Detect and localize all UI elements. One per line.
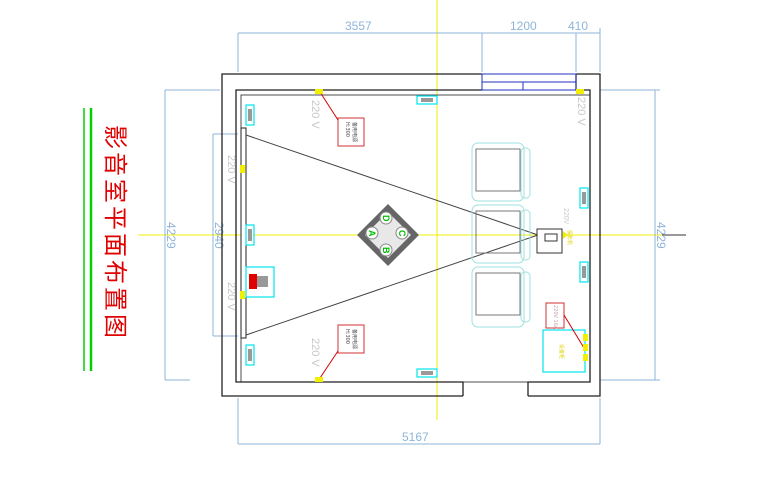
dimension-right xyxy=(600,89,660,381)
voltage-bottom: 220 V xyxy=(309,338,321,367)
dimension-top xyxy=(237,28,601,72)
projection-screen xyxy=(240,127,247,339)
projector-label: 投影机 xyxy=(566,230,573,245)
leader-line xyxy=(563,314,585,349)
wall-speakers xyxy=(245,95,589,378)
power-outlets xyxy=(240,89,588,382)
speaker-letter-d: D xyxy=(381,215,391,222)
projection-line xyxy=(245,234,539,336)
label-bottom-line2: H:300 xyxy=(344,329,350,344)
projection-line xyxy=(245,134,539,236)
cabinet-label: 设备柜 xyxy=(558,344,565,359)
sofa-seats xyxy=(471,142,531,328)
dim-top-right: 410 xyxy=(568,19,588,33)
equipment-cabinet xyxy=(542,329,586,373)
leader-line xyxy=(319,91,339,121)
label-top-line2: H:300 xyxy=(344,122,350,137)
leader-line xyxy=(319,350,339,379)
projector xyxy=(536,228,568,254)
dimension-left xyxy=(164,89,238,381)
voltage-top: 220 V xyxy=(309,100,321,129)
drawing-title: 影音室平面布置图 xyxy=(101,125,129,341)
dim-top-left: 3557 xyxy=(345,19,372,33)
dim-left-outer: 4229 xyxy=(164,222,178,249)
backup-power-label-bottom xyxy=(337,324,365,354)
dim-top-middle: 1200 xyxy=(510,19,537,33)
voltage-left-lower: 220 V xyxy=(225,282,237,311)
cabinet-note: 220V 16A xyxy=(552,305,558,330)
speaker-letter-c: C xyxy=(397,230,407,237)
dim-bottom: 5167 xyxy=(402,430,429,444)
label-bottom-line1: 备用电源 xyxy=(351,329,358,349)
voltage-right-upper: 220 V xyxy=(575,97,587,126)
voltage-left-upper: 220 V xyxy=(225,155,237,184)
backup-power-label-top xyxy=(337,117,365,147)
label-top-line1: 备用电源 xyxy=(351,122,358,142)
dim-right: 4229 xyxy=(654,222,668,249)
subwoofer xyxy=(245,266,275,298)
window xyxy=(481,73,577,91)
dim-left-inner: 2940 xyxy=(212,222,226,249)
projector-voltage: 220V xyxy=(562,208,569,225)
speaker-letter-a: A xyxy=(367,230,377,237)
speaker-letter-b: B xyxy=(381,247,391,254)
dimension-bottom xyxy=(237,398,601,445)
surround-speaker-diamond xyxy=(357,204,419,266)
